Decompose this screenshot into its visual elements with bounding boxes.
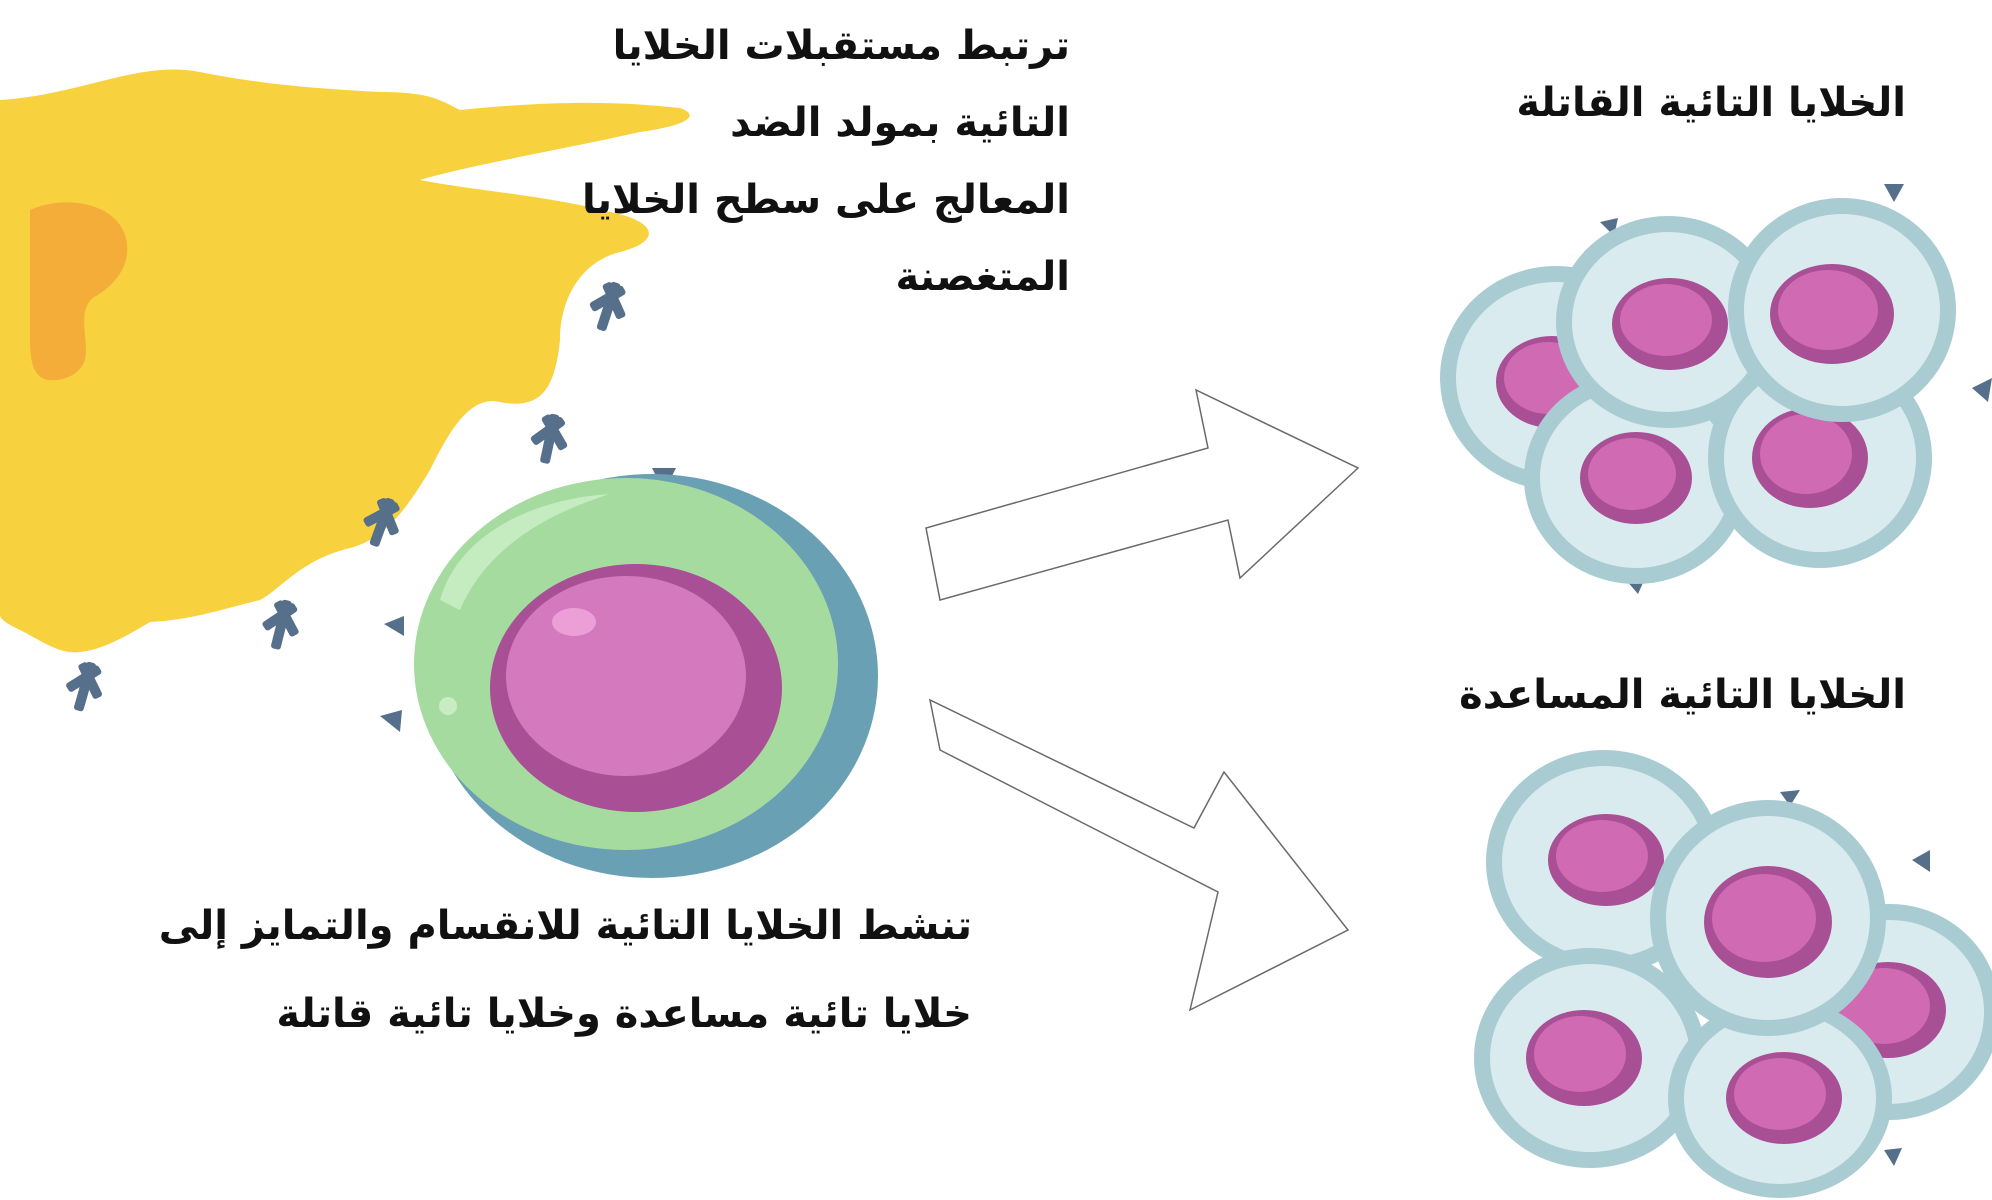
receptor [59, 657, 111, 716]
caption-line: المعالج على سطح الخلايا [510, 162, 1070, 239]
t-cell-receptor [384, 616, 404, 636]
arrows [926, 390, 1358, 1010]
receptor [525, 410, 574, 467]
killer-t-cells-title: الخلايا التائية القاتلة [1516, 80, 1906, 126]
t-cell-nucleus-highlight [552, 608, 596, 636]
t-cell [380, 468, 878, 878]
caption-line: ترتبط مستقبلات الخلايا [510, 8, 1070, 85]
helper-t-cells [1474, 750, 1992, 1198]
caption-line: المتغصنة [510, 239, 1070, 316]
arrow-to-killer-cells [926, 390, 1358, 600]
helper-cell [1650, 800, 1886, 1036]
arrow-to-helper-cells [930, 700, 1348, 1010]
killer-t-cells [1440, 184, 1992, 594]
killer-cell [1728, 198, 1956, 422]
t-cell-receptor [380, 710, 402, 732]
receptor [256, 596, 306, 654]
t-cell-nucleus-inner [506, 576, 746, 776]
helper-t-cells-title: الخلايا التائية المساعدة [1459, 672, 1906, 718]
caption-antigen-binding: ترتبط مستقبلات الخلايا التائية بمولد الض… [510, 8, 1070, 316]
caption-line: خلايا تائية مساعدة وخلايا تائية قاتلة [72, 970, 972, 1058]
caption-line: التائية بمولد الضد [510, 85, 1070, 162]
t-cell-highlight-dot [439, 697, 457, 715]
caption-line: تنشط الخلايا التائية للانقسام والتمايز إ… [72, 882, 972, 970]
caption-activation: تنشط الخلايا التائية للانقسام والتمايز إ… [72, 882, 972, 1058]
